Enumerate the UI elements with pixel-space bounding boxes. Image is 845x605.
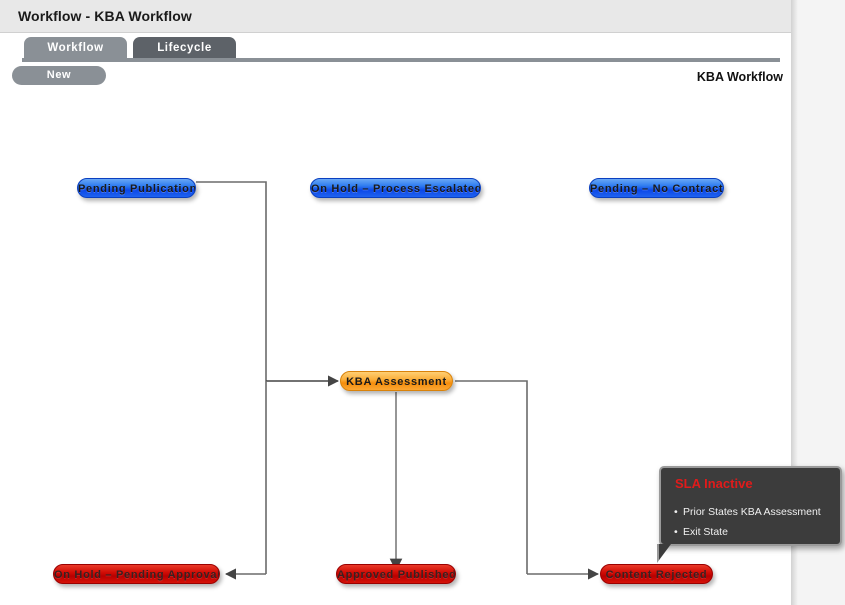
tab-workflow[interactable]: Workflow xyxy=(24,37,127,59)
node-pending-publication[interactable]: Pending Publication xyxy=(77,178,196,198)
bullet-icon: • xyxy=(674,526,678,538)
tooltip-row-exit-state-text: Exit State xyxy=(683,526,728,538)
tooltip-title: SLA Inactive xyxy=(675,476,753,491)
node-content-rejected[interactable]: Content Rejected xyxy=(600,564,713,584)
bullet-icon: • xyxy=(674,506,678,518)
window-title: Workflow - KBA Workflow xyxy=(18,8,192,24)
page-title: KBA Workflow xyxy=(696,70,783,84)
tab-underline-bar xyxy=(22,58,780,62)
tooltip-row-exit-state: • Exit State xyxy=(674,526,728,538)
node-on-hold-pending-approval[interactable]: On Hold – Pending Approval xyxy=(53,564,220,584)
window-titlebar: Workflow - KBA Workflow xyxy=(0,0,791,33)
node-approved-published[interactable]: Approved Published xyxy=(336,564,456,584)
tab-strip: Workflow Lifecycle xyxy=(0,33,791,62)
toolbar: New KBA Workflow xyxy=(0,62,791,90)
node-kba-assessment[interactable]: KBA Assessment xyxy=(340,371,453,391)
node-on-hold-process-escalated[interactable]: On Hold – Process Escalated xyxy=(310,178,481,198)
tab-lifecycle[interactable]: Lifecycle xyxy=(133,37,236,59)
sla-info-tooltip: SLA Inactive • Prior States KBA Assessmen… xyxy=(659,466,842,546)
edge-pending-publication-trunk xyxy=(196,181,267,381)
tooltip-pointer xyxy=(659,544,671,560)
edge-trunk-down-right xyxy=(455,380,528,574)
new-button[interactable]: New xyxy=(12,66,106,85)
node-pending-no-contract[interactable]: Pending – No Contract xyxy=(589,178,724,198)
tooltip-row-prior-states-text: Prior States KBA Assessment xyxy=(683,506,821,518)
tooltip-row-prior-states: • Prior States KBA Assessment xyxy=(674,506,821,518)
